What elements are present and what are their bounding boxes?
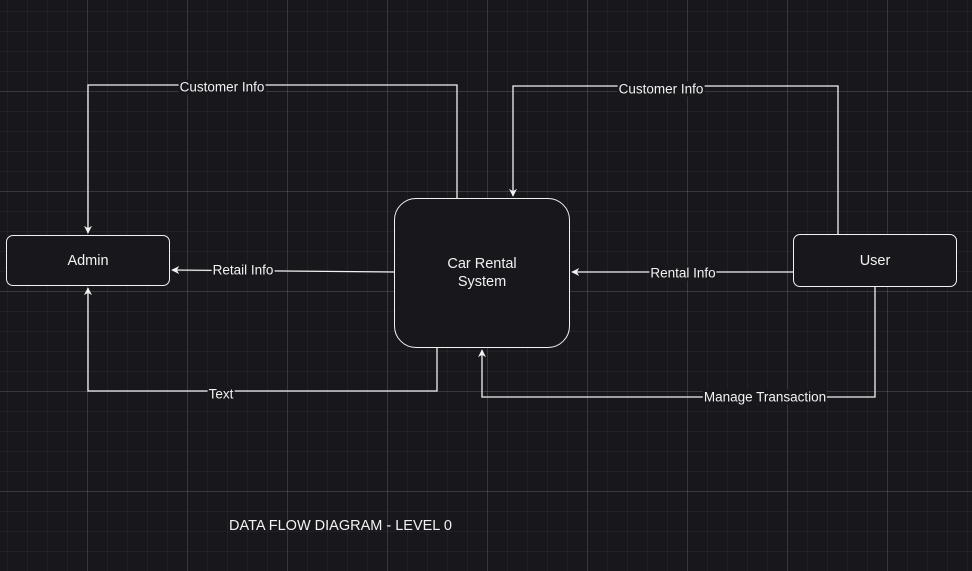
user-entity-label: User [859, 252, 891, 269]
edge-label-customer-info-system: Customer Info [617, 81, 705, 97]
edge-label-retail-info: Retail Info [211, 262, 275, 278]
edge-label-customer-info-admin: Customer Info [178, 79, 266, 95]
admin-entity-label: Admin [67, 252, 109, 269]
car-rental-system-process-node[interactable]: Car Rental System [394, 198, 570, 348]
edge-label-manage-transaction: Manage Transaction [702, 389, 828, 405]
edge-text[interactable] [84, 287, 438, 392]
edge-retail-info[interactable] [171, 266, 395, 275]
car-rental-system-label: Car Rental System [447, 256, 517, 290]
edge-label-text: Text [207, 386, 235, 402]
edge-label-rental-info: Rental Info [649, 265, 717, 281]
admin-entity-node[interactable]: Admin [6, 235, 170, 286]
user-entity-node[interactable]: User [793, 234, 957, 287]
diagram-title: DATA FLOW DIAGRAM - LEVEL 0 [229, 518, 452, 534]
